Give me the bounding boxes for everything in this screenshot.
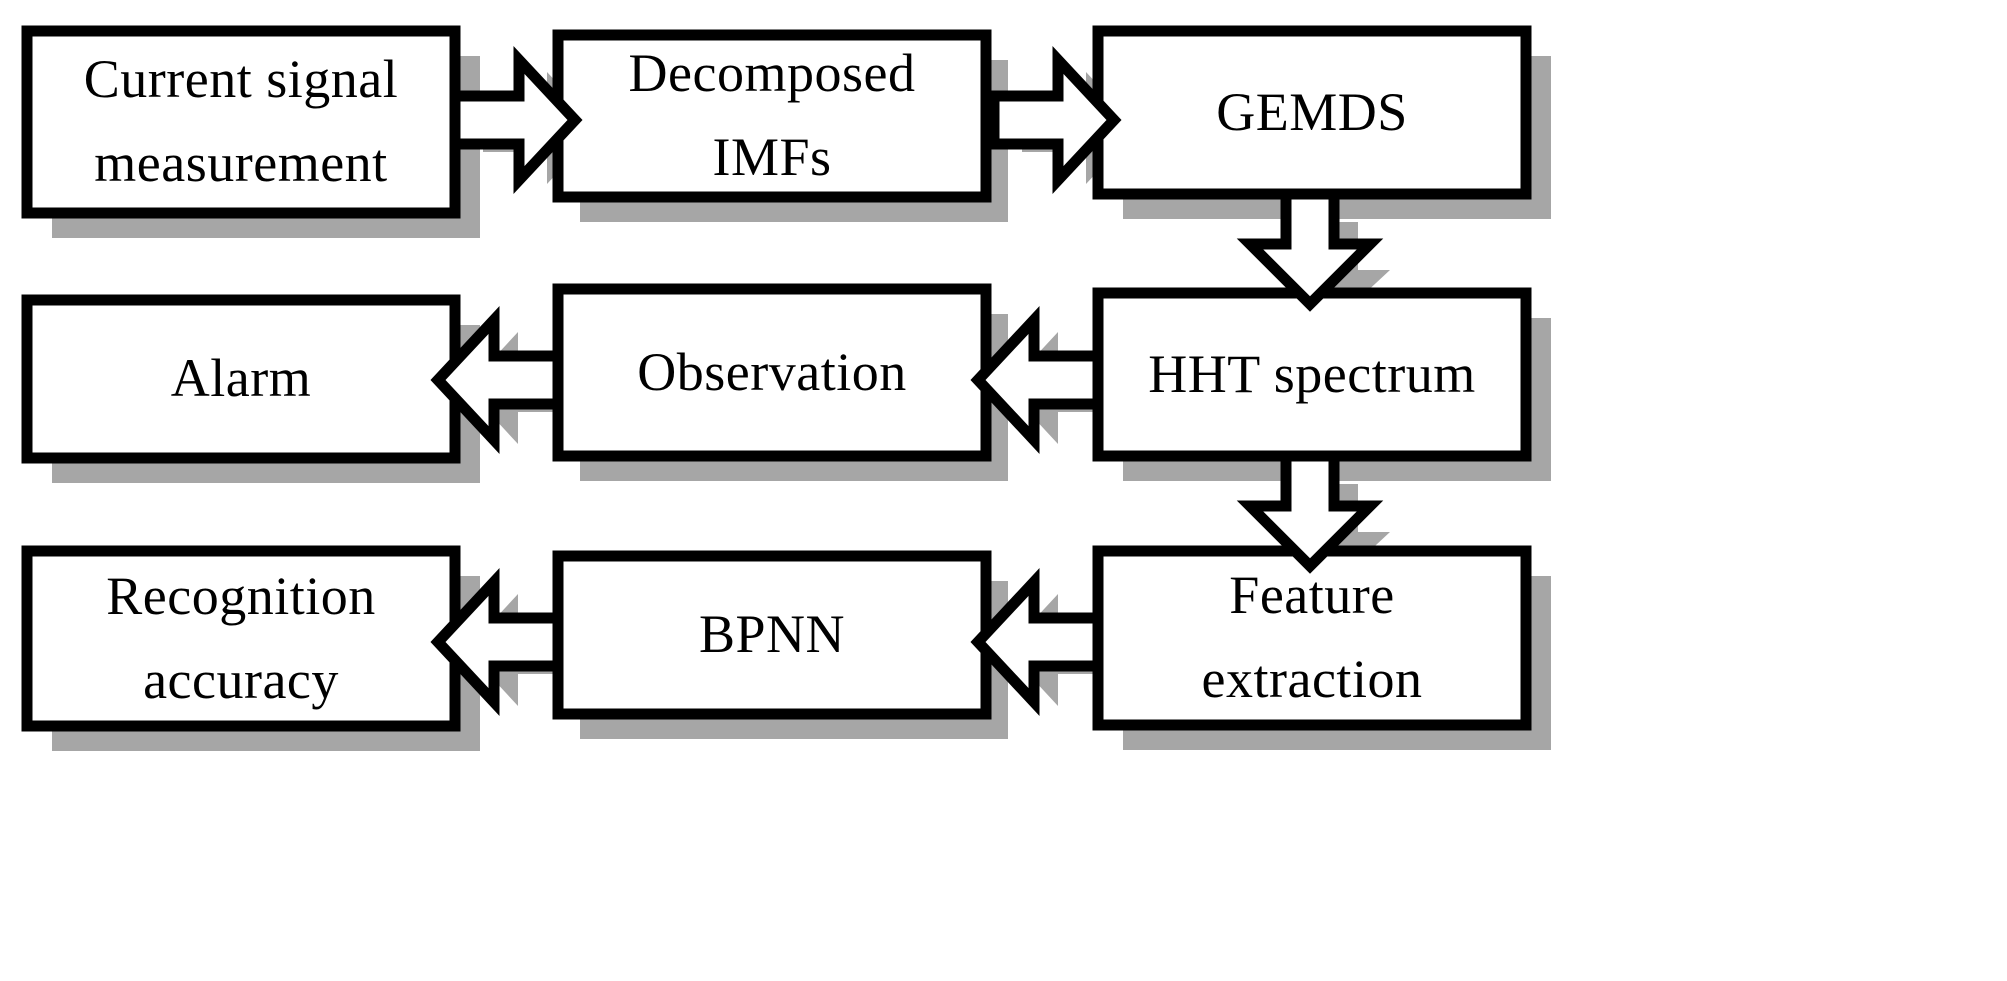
box-bpnn [552, 550, 992, 720]
box-observation [552, 283, 992, 462]
edge-hht-to-observation-arrow [970, 306, 1104, 454]
box-feature-extraction [1092, 545, 1532, 731]
box-alarm [21, 294, 461, 464]
box-current-signal-measurement [21, 25, 461, 219]
edge-feature-to-bpnn-arrow [970, 568, 1104, 716]
box-recognition-accuracy [21, 545, 461, 732]
edge-measurement-to-imfs-arrow [449, 46, 583, 194]
edge-hht-to-feature-arrow [1236, 450, 1384, 574]
edge-imfs-to-gemds-arrow [988, 46, 1122, 194]
edge-observation-to-alarm-arrow [430, 306, 564, 454]
box-gemds [1092, 25, 1532, 200]
box-hht-spectrum [1092, 287, 1532, 462]
edge-gemds-to-hht-arrow [1236, 188, 1384, 312]
box-layer [21, 25, 1532, 732]
arrow-layer [430, 46, 1384, 716]
edge-bpnn-to-recognition-arrow [430, 568, 564, 716]
box-decomposed-imfs [552, 29, 992, 203]
